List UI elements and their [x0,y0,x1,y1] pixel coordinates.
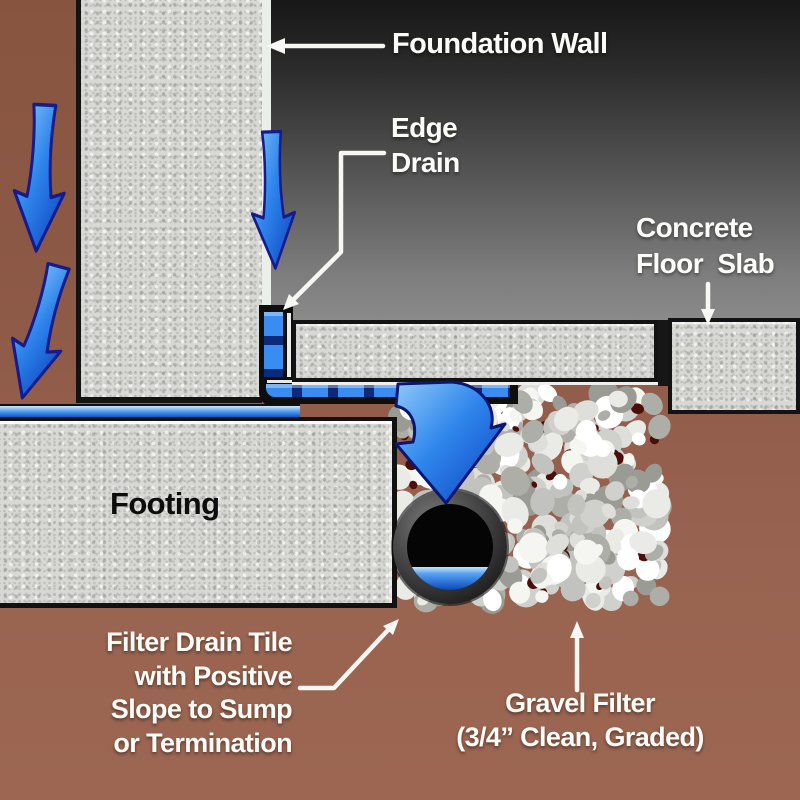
pebble [579,499,609,528]
pebble [573,539,600,565]
pebble [537,384,558,403]
pebble [635,557,660,581]
water-seam [0,404,300,417]
pebble [648,414,671,440]
pebble [622,590,639,607]
pebble [553,406,579,432]
mat-sheen [266,384,510,388]
concrete-floor-slab [292,320,658,382]
pebble [560,575,586,602]
pebble [509,410,523,423]
pebble [610,528,624,543]
pebble [521,420,544,444]
pebble [552,474,568,490]
pebble [642,489,671,519]
concrete-floor-slab-right [668,318,800,414]
footing-block [0,417,397,608]
pebble [509,581,531,604]
pebble [530,568,548,584]
pebble [579,477,600,494]
pebble [644,463,663,483]
pebble [597,410,611,421]
pebble [636,575,657,596]
pebble [631,403,644,415]
pebble [608,390,628,408]
pebble [605,481,625,501]
pebble [641,392,663,416]
edge-drain-label: Edge Drain [391,112,460,178]
pebble [546,553,572,583]
pebble [585,592,601,609]
pebble [545,533,569,555]
pebble [623,453,635,468]
pebble [601,503,616,519]
pebble [530,487,555,516]
pebble [569,439,587,455]
pebble [483,588,502,612]
foundation-wall-label: Foundation Wall [392,28,608,60]
pipe-water [407,567,493,590]
pebble [500,466,530,496]
pebble [625,475,638,489]
pebble [598,576,613,590]
mat-sheen [264,312,283,316]
pebble [535,590,549,603]
drain-white-edge [287,313,291,406]
pebble [649,586,670,607]
pebble [512,426,520,432]
edge-drain-mat-horizontal [266,384,510,397]
pebble [501,556,519,573]
pipe-interior [407,504,493,590]
pebble [501,496,529,529]
pebble [587,448,618,479]
pebble [531,453,555,475]
footing-label: Footing [110,486,220,521]
pebble [567,494,586,517]
pebble [629,531,657,555]
pebble [573,400,599,422]
pebble [616,547,640,571]
pebble [616,463,634,478]
gravel-filter-label: Gravel Filter (3/4” Clean, Graded) [456,688,704,752]
pebble [531,481,538,488]
wall-interior-highlight [262,0,271,309]
pebble [631,432,646,446]
drain-tile-pipe [393,490,507,604]
filter-drain-tile-label: Filter Drain Tile with Positive Slope to… [106,627,292,758]
pebble [518,532,549,563]
pebble [593,440,611,458]
foundation-wall [76,0,262,403]
pebble [507,518,523,534]
pebble [622,496,640,510]
slab-expansion-gap [658,320,668,386]
concrete-floor-slab-label: Concrete Floor Slab [636,212,775,279]
pebble [575,419,597,443]
